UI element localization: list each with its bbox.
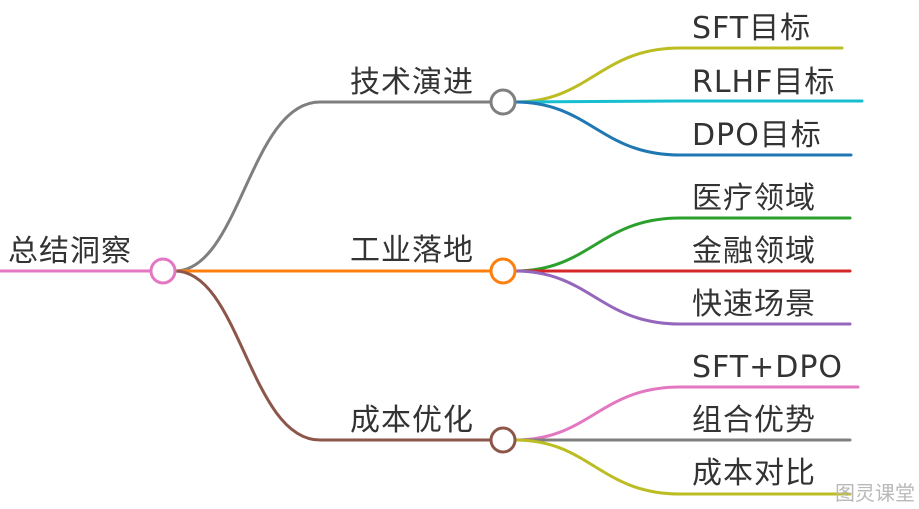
mindmap-edges [0, 46, 864, 496]
leaf-edge-0-0 [513, 46, 844, 104]
watermark: 图灵课堂 [835, 481, 915, 505]
leaf-edge-2-2 [513, 438, 852, 496]
leaf-label-sft-dpo[interactable]: SFT+DPO [692, 350, 844, 385]
leaf-label-finance[interactable]: 金融领域 [692, 234, 816, 269]
leaf-label-combo-advantage[interactable]: 组合优势 [692, 403, 816, 438]
leaf-label-medical[interactable]: 医疗领域 [692, 181, 816, 216]
leaf-edge-0-1 [513, 99, 864, 104]
branch-node-circle-1[interactable] [489, 257, 517, 285]
leaf-label-cost-compare[interactable]: 成本对比 [692, 456, 816, 491]
leaf-label-sft-goal[interactable]: SFT目标 [692, 11, 812, 46]
leaf-edge-1-0 [513, 216, 852, 273]
branch-label-tech-evolution[interactable]: 技术演进 [350, 65, 474, 100]
leaf-edge-2-0 [513, 385, 860, 442]
branch-node-circle-2[interactable] [489, 426, 517, 454]
root-node-circle[interactable] [149, 257, 177, 285]
mindmap-nodes [149, 88, 517, 454]
leaf-label-fast-scenario[interactable]: 快速场景 [692, 287, 816, 322]
branch-label-cost[interactable]: 成本优化 [350, 403, 474, 438]
root-label[interactable]: 总结洞察 [8, 234, 132, 269]
branch-edge-0 [173, 100, 493, 273]
leaf-label-dpo-goal[interactable]: DPO目标 [692, 118, 822, 153]
branch-node-circle-0[interactable] [489, 88, 517, 116]
leaf-edge-1-2 [513, 269, 852, 326]
leaf-edge-0-2 [513, 100, 853, 157]
branch-edge-2 [173, 269, 493, 442]
leaf-label-rlhf-goal[interactable]: RLHF目标 [692, 65, 836, 100]
branch-label-industry[interactable]: 工业落地 [350, 233, 474, 268]
